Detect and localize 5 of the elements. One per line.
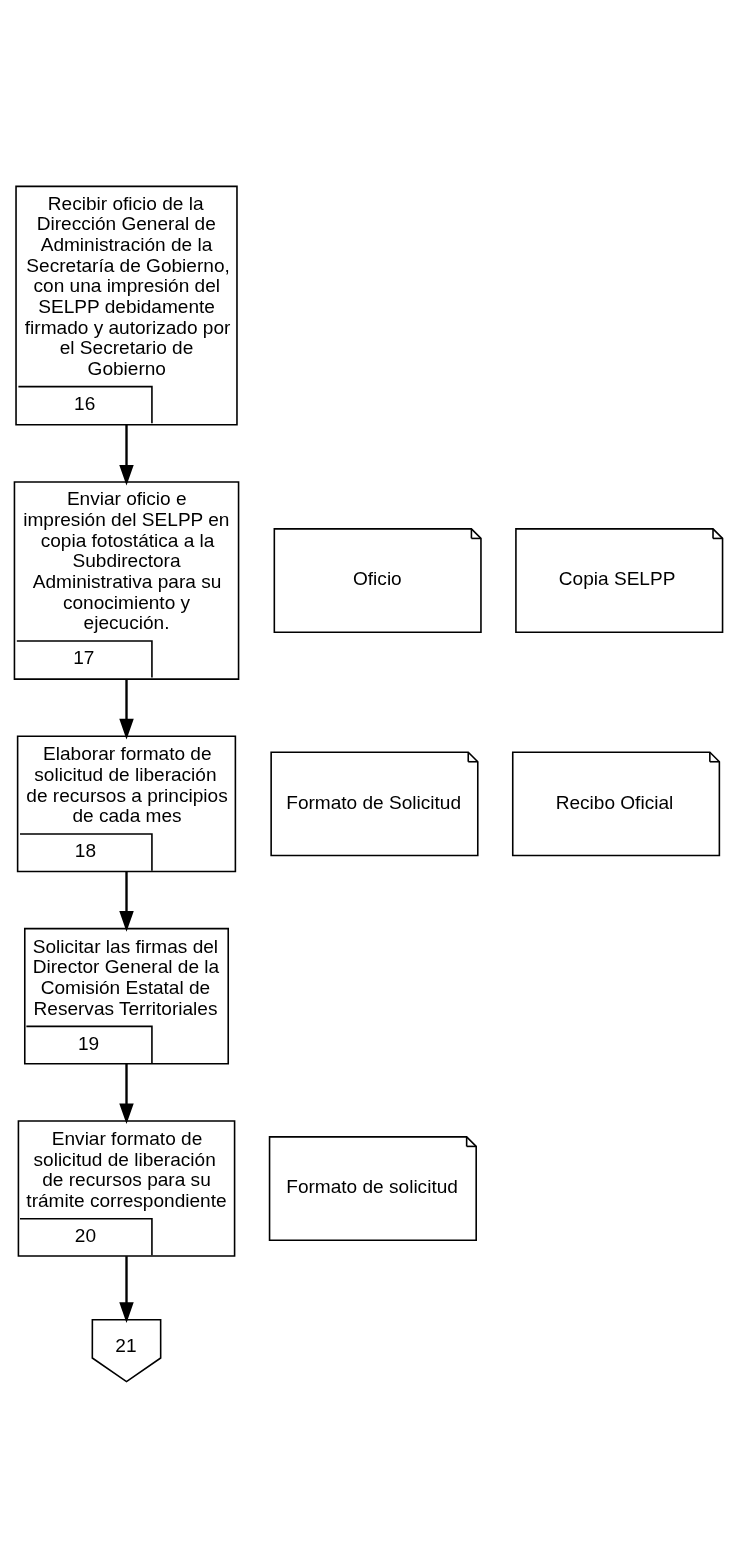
arrow (119, 871, 134, 932)
arrow (119, 1063, 134, 1125)
arrow (119, 679, 134, 740)
arrow (119, 1256, 134, 1323)
arrow (119, 424, 134, 486)
